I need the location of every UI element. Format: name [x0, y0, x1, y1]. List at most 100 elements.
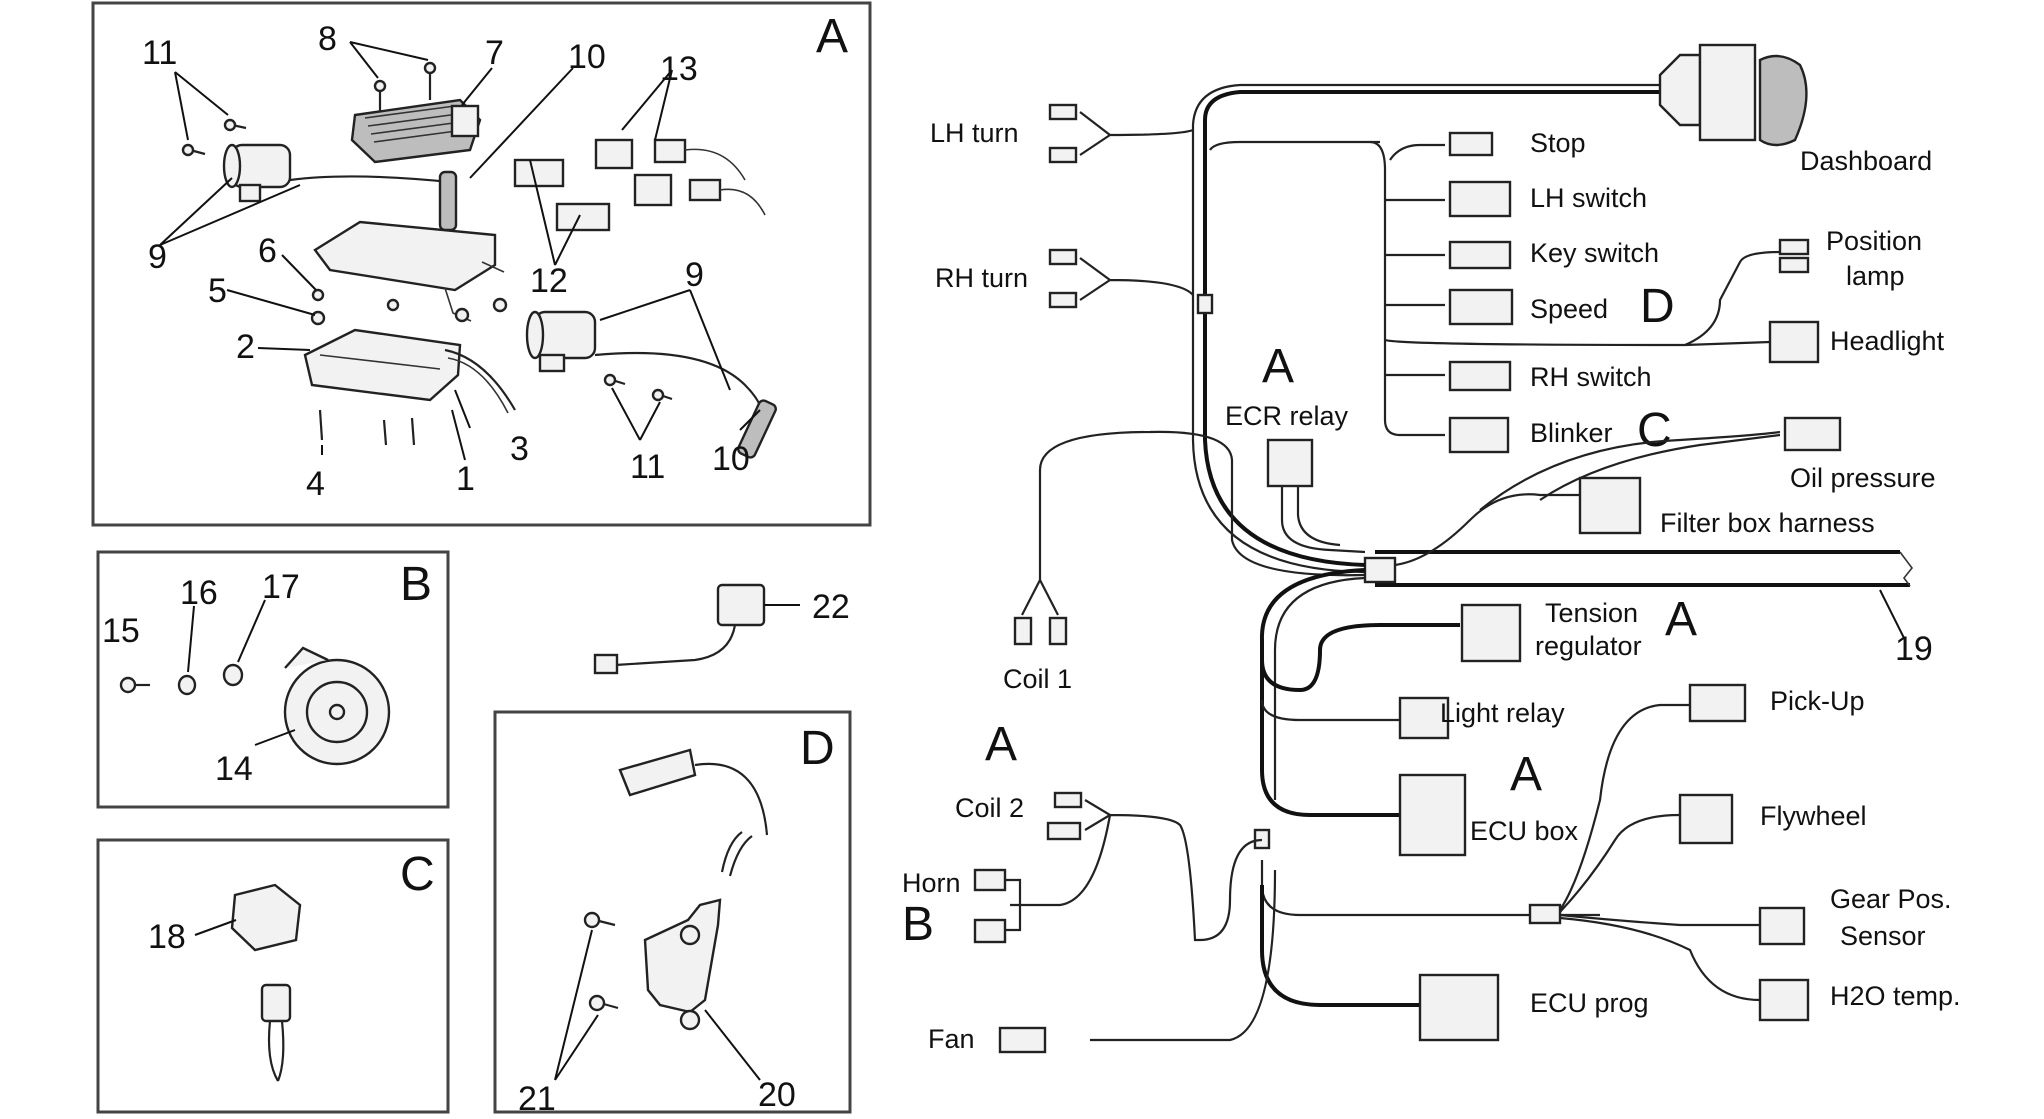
main-harness: 19 Dashboard LH turn RH turn — [902, 43, 1961, 1054]
position-lamp-label-2: lamp — [1846, 261, 1905, 291]
panel-c: C 18 — [96, 838, 450, 1114]
callout-3: 3 — [510, 430, 529, 468]
callout-22: 22 — [812, 588, 850, 626]
headlight-label: Headlight — [1830, 326, 1945, 356]
panel-a: A — [91, 1, 872, 527]
callout-11a: 11 — [142, 34, 177, 72]
callout-9b: 9 — [685, 256, 704, 294]
horn-connector — [973, 868, 1022, 944]
callout-20: 20 — [758, 1076, 796, 1114]
panel-b: B 15 16 17 14 — [96, 550, 450, 809]
horn-part — [283, 646, 391, 766]
coil1-label: Coil 1 — [1003, 664, 1072, 694]
rh-switch-label: RH switch — [1530, 362, 1652, 392]
speed-label: Speed — [1530, 294, 1608, 324]
panel-d: D 21 20 — [493, 710, 852, 1118]
filter-box-label: Filter box harness — [1660, 508, 1875, 538]
speed-connector — [1448, 288, 1514, 326]
callout-13: 13 — [660, 50, 698, 88]
rh-turn-label: RH turn — [935, 263, 1028, 293]
loose-part-22: 22 — [593, 583, 850, 675]
light-relay-connector — [1398, 696, 1450, 740]
tension-regulator-connector — [1460, 603, 1522, 663]
callout-1: 1 — [456, 460, 475, 498]
b-horn-marker: B — [902, 898, 934, 951]
fan-label: Fan — [928, 1024, 975, 1054]
position-lamp-label-1: Position — [1826, 226, 1922, 256]
gear-pos-label-2: Sensor — [1840, 921, 1926, 951]
callout-9a: 9 — [148, 238, 167, 276]
callout-12: 12 — [530, 262, 568, 300]
flywheel-label: Flywheel — [1760, 801, 1867, 831]
c-marker: C — [1637, 404, 1672, 457]
pick-up-label: Pick-Up — [1770, 686, 1865, 716]
stop-label: Stop — [1530, 128, 1586, 158]
blinker-connector — [1448, 416, 1510, 454]
callout-10a: 10 — [568, 38, 606, 76]
harness-number: 19 — [1895, 630, 1933, 668]
ignition-coil-right-part — [525, 310, 777, 459]
tension-label-2: regulator — [1535, 631, 1642, 661]
flywheel-connector — [1678, 793, 1734, 845]
panel-d-letter: D — [800, 722, 835, 775]
panel-b-frame — [96, 550, 450, 809]
a-coil2-marker: A — [985, 718, 1017, 771]
stop-connector — [1448, 131, 1494, 157]
callout-14: 14 — [215, 750, 253, 788]
ecu-box-connector — [1398, 773, 1467, 857]
a-ecu-marker: A — [1510, 748, 1542, 801]
callout-16: 16 — [180, 574, 218, 612]
rh-switch-connector — [1448, 360, 1512, 392]
connector-set-part — [513, 138, 766, 232]
pickup-sensor-part — [618, 748, 769, 1031]
callout-6: 6 — [258, 232, 277, 270]
headlight-connector — [1768, 320, 1820, 364]
lh-turn-label: LH turn — [930, 118, 1019, 148]
light-relay-label: Light relay — [1440, 698, 1565, 728]
callout-4: 4 — [306, 465, 325, 503]
oil-pressure-connector — [1783, 416, 1842, 452]
key-switch-label: Key switch — [1530, 238, 1659, 268]
dashboard-label: Dashboard — [1800, 146, 1932, 176]
base-module-part — [303, 328, 462, 402]
dashboard-connector — [1658, 43, 1808, 147]
callout-5: 5 — [208, 272, 227, 310]
electronic-module-part — [350, 98, 482, 164]
ecr-relay-connector — [1266, 438, 1314, 488]
callout-7: 7 — [485, 34, 504, 72]
callout-18: 18 — [148, 918, 186, 956]
ecr-relay-label: ECR relay — [1225, 401, 1349, 431]
horn-label: Horn — [902, 868, 961, 898]
key-switch-connector — [1448, 240, 1512, 270]
panel-c-letter: C — [400, 848, 435, 901]
panel-a-letter: A — [816, 10, 848, 63]
oil-pressure-label: Oil pressure — [1790, 463, 1936, 493]
panel-b-letter: B — [400, 558, 432, 611]
a-tension-marker: A — [1665, 593, 1697, 646]
gear-pos-label-1: Gear Pos. — [1830, 884, 1952, 914]
ecu-box-label: ECU box — [1470, 816, 1579, 846]
lh-switch-label: LH switch — [1530, 183, 1647, 213]
callout-10b: 10 — [712, 440, 750, 478]
d-marker: D — [1640, 280, 1675, 333]
callout-21: 21 — [518, 1080, 556, 1118]
ignition-coil-left-part — [222, 143, 458, 232]
callout-8: 8 — [318, 20, 337, 58]
ecu-prog-label: ECU prog — [1530, 988, 1649, 1018]
fan-connector — [998, 1026, 1047, 1054]
coil2-label: Coil 2 — [955, 793, 1024, 823]
pick-up-connector — [1688, 683, 1747, 723]
callout-11b: 11 — [630, 448, 665, 486]
callout-17: 17 — [262, 568, 300, 606]
relay-part — [230, 883, 302, 1082]
h2o-temp-connector — [1758, 978, 1810, 1022]
filter-box-connector — [1578, 476, 1642, 535]
blinker-label: Blinker — [1530, 418, 1613, 448]
callout-2: 2 — [236, 328, 255, 366]
mounting-bracket-part — [313, 220, 508, 323]
gear-pos-connector — [1758, 906, 1806, 946]
callout-15: 15 — [102, 612, 140, 650]
ecu-prog-connector — [1418, 973, 1500, 1042]
lh-switch-connector — [1448, 180, 1512, 218]
